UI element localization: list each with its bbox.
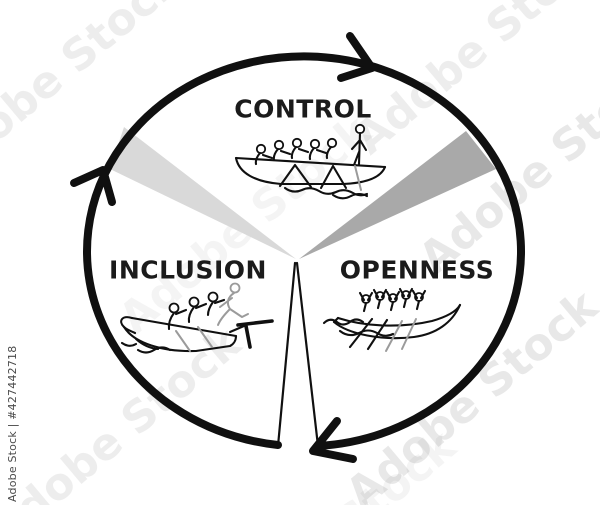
segment-label-control: CONTROL [234, 94, 372, 124]
cycle-circle-arc [83, 52, 525, 450]
divider-line-right [295, 261, 320, 448]
clockwise-arrowhead-left-icon [70, 166, 116, 206]
stock-attribution: Adobe Stock | #427442718 [6, 345, 19, 502]
clockwise-arrowhead-top-icon [337, 32, 376, 82]
segment-label-openness: OPENNESS [339, 255, 495, 285]
clockwise-arrowhead-bottom-icon [309, 417, 357, 463]
wedge-inclusion-control [110, 127, 296, 259]
control-boat-illustration [234, 123, 387, 200]
segment-label-inclusion: INCLUSION [109, 255, 267, 285]
wedge-control-openness [299, 131, 496, 259]
openness-boat-illustration [322, 287, 462, 352]
inclusion-boat-illustration [120, 282, 274, 354]
divider-line-left [276, 261, 297, 448]
